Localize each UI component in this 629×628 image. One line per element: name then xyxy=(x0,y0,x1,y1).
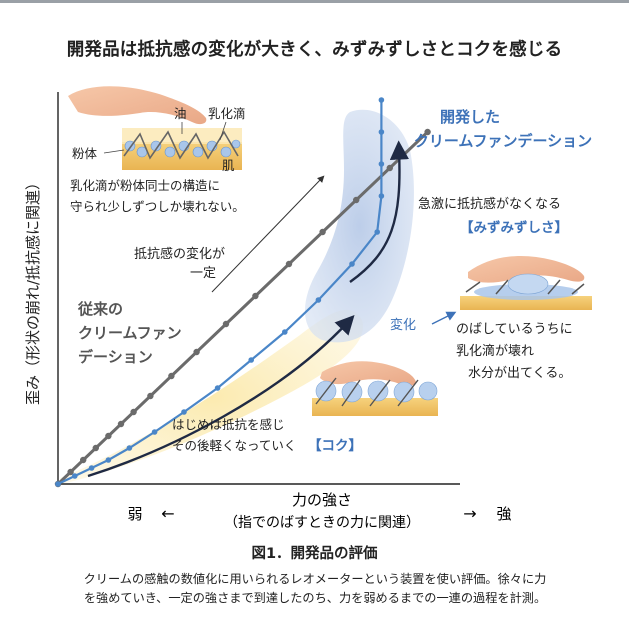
developed-data-point xyxy=(181,409,187,415)
conventional-data-point xyxy=(168,372,175,380)
skin-layer-right xyxy=(460,296,592,310)
conventional-series-label-2: クリームファン xyxy=(78,324,182,342)
change-arrow xyxy=(431,311,457,325)
developed-data-point xyxy=(126,445,133,451)
series-layer xyxy=(54,97,431,488)
x-strong-label: 強 xyxy=(496,505,511,523)
sudden-trend-arrow xyxy=(349,140,410,283)
developed-data-point xyxy=(214,385,221,391)
figure-title: 図1．開発品の評価 xyxy=(251,546,378,562)
koku-label: 【コク】 xyxy=(308,438,362,454)
conventional-data-point xyxy=(92,444,100,452)
developed-data-point xyxy=(378,97,385,103)
inset-oil-label: 油 xyxy=(174,106,187,121)
conventional-data-point xyxy=(222,320,230,328)
conventional-data-point xyxy=(285,260,293,268)
caption-line-1: クリームの感触の数値化に用いられるレオメーターという装置を使い評価。徐々に力 xyxy=(83,572,547,586)
conventional-data-point xyxy=(147,392,154,400)
developed-data-point xyxy=(378,161,385,167)
caption-line-2: を強めていき、一定の強さまで到達したのち、力を弱めるまでの一連の過程を計測。 xyxy=(83,591,547,605)
finger-illustration xyxy=(68,86,207,125)
developed-data-point xyxy=(374,229,381,235)
initial-note-2: その後軽くなっていく xyxy=(172,438,296,453)
conventional-data-point xyxy=(386,164,393,172)
finger-illustration-right xyxy=(468,256,585,283)
conventional-data-point xyxy=(424,128,431,136)
initial-note-1: はじめは抵抗を感じ xyxy=(172,417,285,432)
powder-particles xyxy=(123,130,239,160)
developed-data-point xyxy=(151,429,158,435)
top-rule xyxy=(0,0,629,3)
powder-particles-mid xyxy=(315,377,419,407)
powder-structure-illustration xyxy=(68,86,242,170)
oil-layer xyxy=(122,128,242,144)
mizumizu-label: 【みずみずしさ】 xyxy=(460,219,568,236)
mizumizu-highlight-region xyxy=(304,109,414,343)
koku-highlight-region xyxy=(60,309,364,484)
steady-trend-arrow xyxy=(211,175,325,293)
developed-data-point xyxy=(378,193,385,199)
developed-data-point xyxy=(378,129,385,135)
steady-note-2: 一定 xyxy=(190,266,216,281)
conventional-data-point xyxy=(252,292,259,300)
developed-data-point xyxy=(88,465,95,471)
chart-canvas: 歪み（形状の崩れ/抵抗感に関連） 弱 ← 力の強さ （指でのばすときの力に関連）… xyxy=(24,86,592,531)
x-right-arrow: → xyxy=(463,504,476,523)
x-weak-label: 弱 xyxy=(127,505,142,523)
conventional-data-point xyxy=(353,196,360,204)
inset-powder-label: 粉体 xyxy=(72,146,98,161)
steady-note-1: 抵抗感の変化が xyxy=(134,246,225,262)
conventional-data-point xyxy=(105,432,112,440)
x-axis-label-main: 力の強さ xyxy=(292,491,352,509)
broken-emulsion-illustration xyxy=(460,256,592,310)
conventional-data-point xyxy=(80,456,87,464)
right-note-2: 乳化滴が壊れ xyxy=(456,343,534,359)
change-label: 変化 xyxy=(390,317,416,333)
conventional-data-point xyxy=(319,228,326,236)
droplets-mid xyxy=(315,380,438,403)
developed-data-point xyxy=(72,473,78,479)
figure-caption: クリームの感触の数値化に用いられるレオメーターという装置を使い評価。徐々に力 を… xyxy=(10,570,620,608)
water-bubble xyxy=(507,273,549,295)
conventional-data-point xyxy=(117,420,125,428)
y-axis-label: 歪み（形状の崩れ/抵抗感に関連） xyxy=(24,175,42,405)
inset-emulsion-leader xyxy=(219,121,227,141)
finger-illustration-mid xyxy=(320,361,416,386)
conventional-series-label-1: 従来の xyxy=(77,300,123,318)
developed-data-point xyxy=(282,329,288,335)
conventional-data-point xyxy=(193,348,200,356)
developed-data-point xyxy=(248,357,254,363)
right-note-1: のばしているうちに xyxy=(456,322,573,337)
developed-data-point xyxy=(349,261,355,267)
sudden-note: 急激に抵抗感がなくなる xyxy=(418,196,561,212)
inset-note-2: 守られ少しずつしか壊れない。 xyxy=(70,199,245,214)
emulsion-droplets xyxy=(124,139,241,158)
droplets-on-skin-illustration xyxy=(312,361,438,416)
conventional-data-point xyxy=(67,468,74,476)
developed-series-label-1: 開発した xyxy=(440,108,500,126)
skin-layer-mid xyxy=(312,398,438,416)
inset-emulsion-label: 乳化滴 xyxy=(208,106,246,121)
developed-data-point xyxy=(315,297,322,303)
inset-note-1: 乳化滴が粉体同士の構造に xyxy=(70,178,220,193)
right-note-3: 水分が出てくる。 xyxy=(468,366,571,381)
inset-skin-label: 肌 xyxy=(222,158,235,173)
powder-particles-right xyxy=(465,279,585,295)
initial-trend-arrow xyxy=(87,314,355,478)
developed-data-point xyxy=(105,457,112,463)
chart-title: 開発品は抵抗感の変化が大きく、みずみずしさとコクを感じる xyxy=(66,40,563,60)
x-left-arrow: ← xyxy=(161,504,174,523)
conventional-data-point xyxy=(130,408,137,416)
developed-data-point xyxy=(55,481,61,487)
conventional-series-label-3: デーション xyxy=(78,348,153,366)
x-axis-label-sub: （指でのばすときの力に関連） xyxy=(224,515,420,531)
developed-series-label-2: クリームファンデーション xyxy=(414,132,592,150)
inset-powder-leader xyxy=(103,149,125,154)
